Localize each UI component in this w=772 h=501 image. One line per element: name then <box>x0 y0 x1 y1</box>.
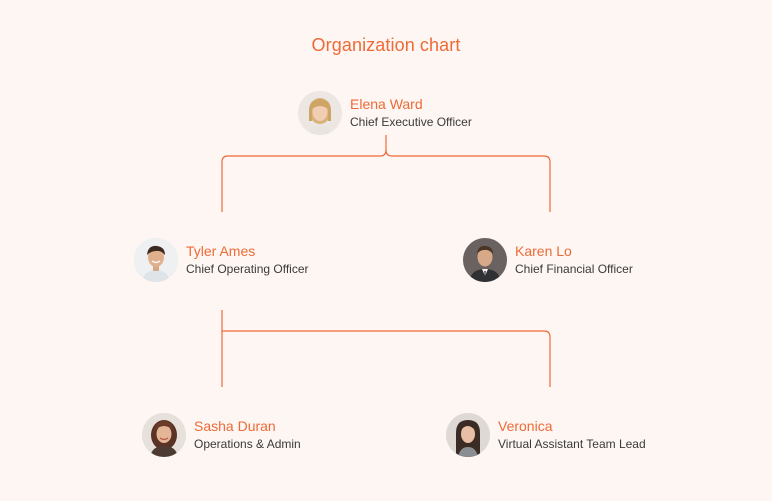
man-smiling-avatar <box>134 238 178 282</box>
chart-title: Organization chart <box>311 35 461 55</box>
node-name: Elena Ward <box>350 96 423 112</box>
org-node-sasha-duran[interactable]: Sasha Duran Operations & Admin <box>142 413 301 457</box>
node-role: Virtual Assistant Team Lead <box>498 437 646 451</box>
node-role: Chief Executive Officer <box>350 115 472 129</box>
node-name: Veronica <box>498 418 553 434</box>
woman-dark-hair-avatar <box>446 413 490 457</box>
org-node-veronica[interactable]: Veronica Virtual Assistant Team Lead <box>446 413 646 457</box>
node-name: Sasha Duran <box>194 418 276 434</box>
org-node-karen-lo[interactable]: Karen Lo Chief Financial Officer <box>463 238 633 282</box>
node-name: Karen Lo <box>515 243 572 259</box>
connector-ceo-to-cfo <box>385 149 551 212</box>
org-node-tyler-ames[interactable]: Tyler Ames Chief Operating Officer <box>134 238 309 282</box>
node-role: Operations & Admin <box>194 437 301 451</box>
woman-blonde-avatar <box>298 91 342 135</box>
woman-curly-avatar <box>142 413 186 457</box>
node-role: Chief Operating Officer <box>186 262 309 276</box>
connector-coo-to-team <box>221 310 551 387</box>
man-suit-avatar <box>463 238 507 282</box>
org-node-elena-ward[interactable]: Elena Ward Chief Executive Officer <box>298 91 472 135</box>
node-role: Chief Financial Officer <box>515 262 633 276</box>
connector-ceo-to-executives <box>221 135 387 212</box>
node-name: Tyler Ames <box>186 243 256 259</box>
